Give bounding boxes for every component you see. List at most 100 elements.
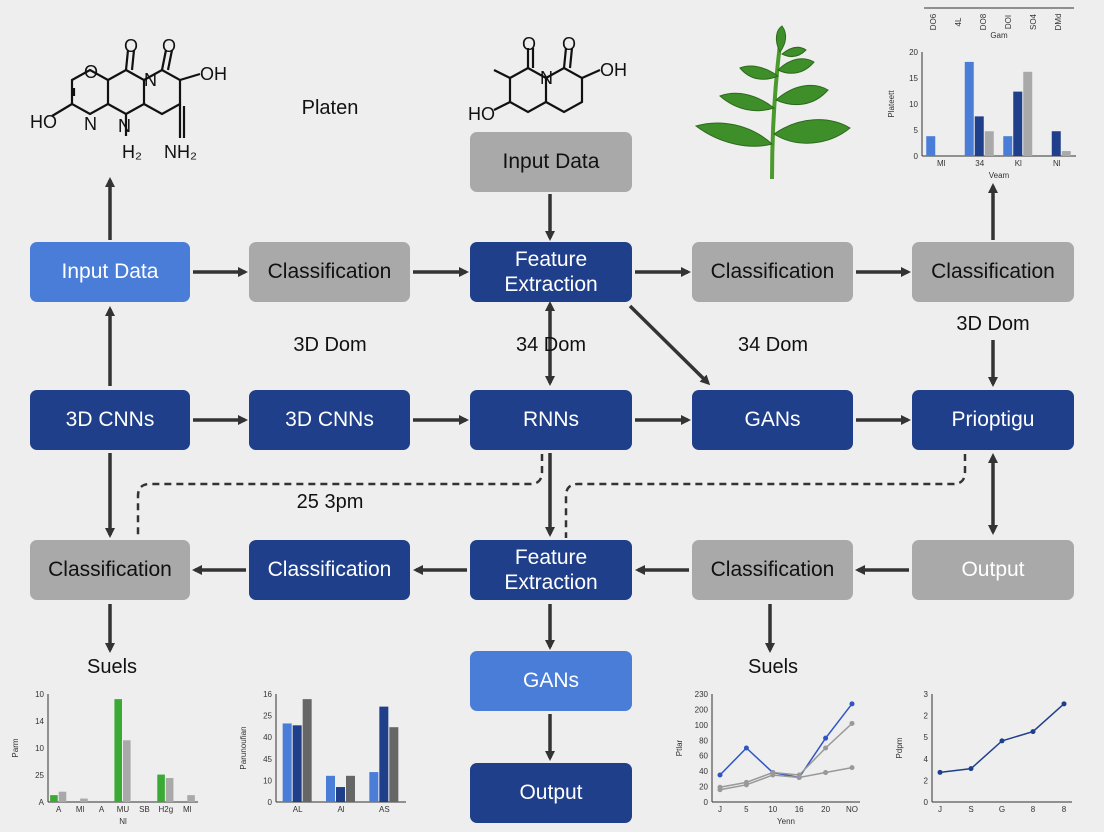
series-line bbox=[939, 703, 1065, 774]
bar bbox=[379, 706, 389, 802]
x-tick-label: 8 bbox=[1031, 805, 1036, 814]
top-axis-tick-label: DMd bbox=[1054, 14, 1063, 31]
series-line bbox=[719, 703, 853, 779]
bar bbox=[165, 778, 174, 802]
y-tick-label: 0 bbox=[924, 798, 929, 807]
bar bbox=[50, 795, 58, 802]
bar bbox=[1023, 71, 1033, 156]
x-tick-label: S bbox=[968, 805, 973, 814]
x-tick-label: Ml bbox=[76, 805, 85, 814]
y-axis-label: Plateett bbox=[887, 90, 896, 118]
top-axis-tick-label: DO6 bbox=[929, 13, 938, 30]
data-point bbox=[1030, 729, 1036, 735]
bar bbox=[1003, 136, 1013, 156]
y-tick-label: 2 bbox=[924, 776, 929, 785]
y-tick-label: A bbox=[39, 798, 45, 807]
node-gans-mid[interactable]: GANs bbox=[692, 390, 853, 450]
node-classification-r4c[interactable]: Classification bbox=[692, 540, 853, 600]
y-tick-label: 15 bbox=[909, 74, 918, 83]
node-classification-r4a[interactable]: Classification bbox=[30, 540, 190, 600]
atom-n-b: N bbox=[144, 70, 157, 90]
y-tick-label: 25 bbox=[35, 771, 44, 780]
label-34-dom-c: 34 Dom bbox=[737, 334, 809, 356]
y-tick-label: 16 bbox=[263, 690, 272, 699]
bar bbox=[984, 131, 994, 156]
node-classification-r2a[interactable]: Classification bbox=[249, 242, 410, 302]
node-prioptigu[interactable]: Prioptigu bbox=[912, 390, 1074, 450]
x-axis-label: Nl bbox=[119, 817, 127, 824]
bar bbox=[302, 699, 312, 802]
x-tick-label: 20 bbox=[821, 805, 830, 814]
node-3d-cnns-mid[interactable]: 3D CNNs bbox=[249, 390, 410, 450]
node-feature-extraction-bottom[interactable]: Feature Extraction bbox=[470, 540, 632, 600]
y-tick-label: 5 bbox=[914, 126, 919, 135]
bar bbox=[326, 775, 335, 802]
top-axis-tick-label: DOI bbox=[1004, 15, 1013, 29]
data-point bbox=[968, 766, 974, 772]
node-classification-r2c[interactable]: Classification bbox=[912, 242, 1074, 302]
bar bbox=[1051, 131, 1061, 156]
bar bbox=[114, 699, 122, 802]
x-tick-label: Ml bbox=[183, 805, 192, 814]
y-tick-label: 0 bbox=[704, 798, 709, 807]
molecule-structure-left: O O O OH HO N N N H₂ NH₂ bbox=[30, 36, 227, 162]
bar bbox=[80, 798, 88, 802]
label-time: 25 3pm bbox=[296, 491, 364, 513]
atom-ho: HO bbox=[30, 112, 57, 132]
y-tick-label: 200 bbox=[695, 705, 709, 714]
bar bbox=[389, 727, 399, 802]
y-tick-label: 0 bbox=[914, 152, 919, 161]
x-tick-label: Al bbox=[337, 805, 344, 814]
y-tick-label: 40 bbox=[263, 733, 272, 742]
x-tick-label: MU bbox=[117, 805, 130, 814]
node-feature-extraction-top[interactable]: Feature Extraction bbox=[470, 242, 632, 302]
y-tick-label: 45 bbox=[263, 755, 272, 764]
x-tick-label: H2g bbox=[159, 805, 174, 814]
bar bbox=[187, 795, 195, 802]
x-tick-label: NO bbox=[846, 805, 858, 814]
data-point bbox=[770, 772, 776, 778]
node-rnns[interactable]: RNNs bbox=[470, 390, 632, 450]
top-axis-tick-label: DO8 bbox=[979, 13, 988, 30]
atom-o-ring: O bbox=[84, 62, 98, 82]
y-tick-label: 230 bbox=[695, 690, 709, 699]
node-input-data[interactable]: Input Data bbox=[30, 242, 190, 302]
y-tick-label: 20 bbox=[909, 48, 918, 57]
atom-o-top-b: O bbox=[162, 36, 176, 56]
node-input-data-top[interactable]: Input Data bbox=[470, 132, 632, 192]
data-point bbox=[743, 745, 749, 751]
series-line bbox=[719, 766, 853, 791]
label-platen: Platen bbox=[301, 97, 359, 119]
x-axis-label: Yenn bbox=[777, 817, 795, 826]
y-tick-label: 3 bbox=[924, 690, 929, 699]
x-tick-label: AL bbox=[293, 805, 303, 814]
x-tick-label: Ml bbox=[937, 159, 946, 168]
top-axis-tick-label: SO4 bbox=[1029, 13, 1038, 30]
node-output-right[interactable]: Output bbox=[912, 540, 1074, 600]
node-3d-cnns-left[interactable]: 3D CNNs bbox=[30, 390, 190, 450]
node-gans-bottom[interactable]: GANs bbox=[470, 651, 632, 711]
node-classification-r2b[interactable]: Classification bbox=[692, 242, 853, 302]
series-line bbox=[719, 722, 853, 789]
y-tick-label: 2 bbox=[924, 712, 929, 721]
data-point bbox=[717, 772, 723, 778]
data-point bbox=[849, 720, 855, 726]
x-tick-label: 8 bbox=[1062, 805, 1067, 814]
atom-n-c: N bbox=[118, 116, 131, 136]
x-tick-label: G bbox=[999, 805, 1005, 814]
atom-o-b: O bbox=[562, 34, 576, 54]
bar bbox=[974, 116, 984, 156]
y-tick-label: 60 bbox=[699, 752, 708, 761]
bar bbox=[964, 61, 974, 156]
y-tick-label: 4 bbox=[924, 755, 929, 764]
node-classification-r4b[interactable]: Classification bbox=[249, 540, 410, 600]
data-point bbox=[796, 774, 802, 780]
x-tick-label: 34 bbox=[975, 159, 984, 168]
y-tick-label: 100 bbox=[695, 721, 709, 730]
bar bbox=[1061, 151, 1071, 156]
node-output-bottom[interactable]: Output bbox=[470, 763, 632, 823]
data-point bbox=[999, 738, 1005, 744]
